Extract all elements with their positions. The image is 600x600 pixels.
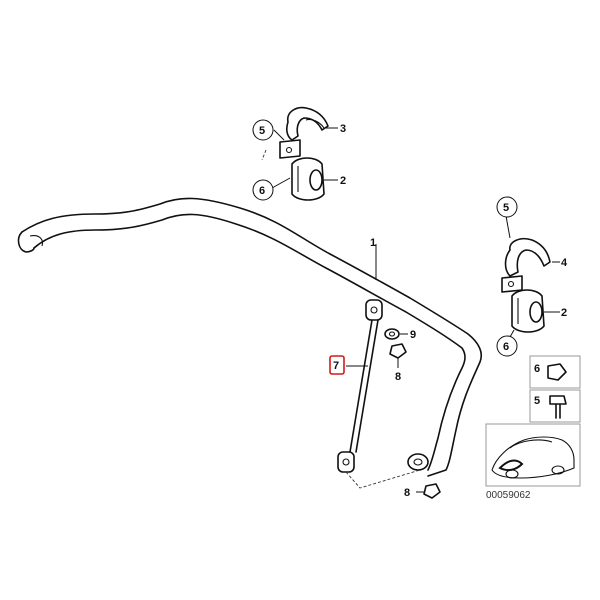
bolt-icon	[549, 395, 567, 419]
svg-text:3: 3	[340, 123, 346, 135]
svg-text:00059062: 00059062	[486, 490, 531, 501]
svg-text:6: 6	[503, 341, 509, 353]
mount-bracket-right	[501, 237, 551, 293]
callout-9: 9	[410, 329, 416, 341]
callout-5-top: 5	[252, 119, 274, 141]
legend-bolt-box: 5	[529, 389, 581, 423]
callout-2-top: 2	[340, 175, 346, 187]
mount-bracket-top	[279, 106, 329, 159]
diagram-code: 00059062	[486, 490, 531, 501]
rubber-mount-top	[291, 157, 325, 201]
callout-3: 3	[340, 123, 346, 135]
nut-icon	[547, 363, 567, 381]
callout-6-top: 6	[252, 179, 274, 201]
callout-6-right: 6	[496, 335, 518, 357]
leader-lines	[261, 127, 560, 493]
legend-nut-box: 6	[529, 355, 581, 389]
rubber-mount-right	[511, 289, 545, 333]
link-rod	[337, 299, 383, 473]
callout-7-highlight[interactable]: 7	[329, 355, 345, 375]
stabilizer-bar	[17, 197, 483, 477]
car-thumbnail	[485, 423, 581, 487]
svg-text:7: 7	[333, 360, 339, 372]
callout-2-right: 2	[561, 307, 567, 319]
nut-bottom	[423, 483, 441, 499]
washer	[384, 328, 400, 340]
callout-1: 1	[370, 237, 376, 249]
svg-text:5: 5	[534, 395, 540, 407]
nut-top	[389, 343, 407, 359]
car-outline-icon	[491, 436, 575, 479]
svg-text:2: 2	[340, 175, 346, 187]
callout-5-right: 5	[496, 196, 518, 218]
svg-text:6: 6	[259, 185, 265, 197]
callout-4: 4	[561, 257, 568, 269]
callout-8-top: 8	[395, 371, 401, 383]
svg-text:8: 8	[395, 371, 401, 383]
svg-text:4: 4	[561, 257, 568, 269]
svg-text:6: 6	[534, 363, 540, 375]
svg-text:8: 8	[404, 487, 410, 499]
svg-text:2: 2	[561, 307, 567, 319]
svg-text:5: 5	[503, 202, 509, 214]
svg-text:9: 9	[410, 329, 416, 341]
callout-8-bottom: 8	[404, 487, 410, 499]
svg-text:5: 5	[259, 125, 265, 137]
svg-text:1: 1	[370, 237, 376, 249]
